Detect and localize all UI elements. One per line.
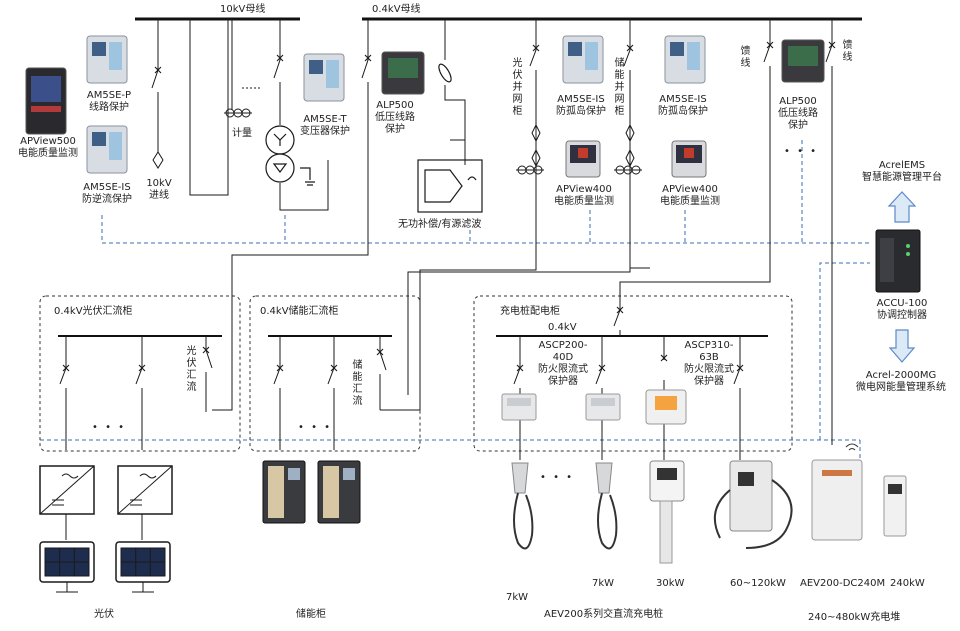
ellipsis-chargers: • • • <box>540 472 575 483</box>
ellipsis-storage: • • • <box>298 422 333 433</box>
inverter-1 <box>39 465 95 515</box>
charger-60-120kw <box>713 460 793 549</box>
dashed-boxes <box>39 295 793 452</box>
charger-30kw <box>649 460 685 564</box>
relay-amsse-is-st <box>664 35 706 84</box>
storage-cabinet-1 <box>262 460 306 524</box>
meter-apview400-pv <box>565 140 601 178</box>
alp500-right-label: ALP500 低压线路 保护 <box>778 96 818 131</box>
relay-amsse-t <box>303 53 345 102</box>
ellipsis-feeder: • • • <box>784 146 819 157</box>
amsse-is-left-label: AM5SE-IS 防逆流保护 <box>82 182 132 205</box>
pv-combiner-label: 0.4kV光伏汇流柜 <box>54 306 133 317</box>
charging-bus-label: 0.4kV <box>548 322 577 333</box>
charger-240kw <box>883 475 907 537</box>
ascp200-label: ASCP200- 40D 防火限流式 保护器 <box>538 340 588 387</box>
protector-ascp310 <box>645 389 687 425</box>
amsse-is-pv-label: AM5SE-IS 防孤岛保护 <box>556 94 606 117</box>
incoming-label: 10kV 进线 <box>146 178 172 201</box>
meter-apview500 <box>25 67 67 135</box>
wiring <box>59 19 833 460</box>
ac-dc-series-label: AEV200系列交直流充电桩 <box>544 609 664 620</box>
charging-heap-label: 240~480kW充电堆 <box>808 612 901 623</box>
apview400-st-label: APView400 电能质量监测 <box>660 184 720 207</box>
transformer-symbol <box>265 125 315 186</box>
storage-cabinets <box>262 460 361 524</box>
dc240m-label: AEV200-DC240M <box>800 578 886 589</box>
microgrid-label: Acrel-2000MG 微电网能量管理系统 <box>856 370 946 393</box>
relay-amsse-is-left <box>86 125 128 174</box>
power-60-120kw: 60~120kW <box>730 578 786 589</box>
relay-devices <box>25 35 921 425</box>
ellipsis-pv: • • • <box>92 422 127 433</box>
charging-dist-label: 充电桩配电柜 <box>500 306 560 317</box>
feeder2-label: 馈线 <box>842 40 853 63</box>
compensation-symbol <box>417 63 483 213</box>
pv-combine-vertical-label: 光伏汇流 <box>186 346 197 393</box>
relay-amsse-is-pv <box>562 35 604 84</box>
accu-label: ACCU-100 协调控制器 <box>876 298 928 321</box>
meter-alp500-right <box>781 39 825 83</box>
power-30kw: 30kW <box>656 578 685 589</box>
meter-apview400-st <box>671 140 707 178</box>
pv-cabinet-label: 光伏并网柜 <box>512 58 523 117</box>
meter-alp500-left <box>381 51 425 95</box>
inverter-2 <box>117 465 173 515</box>
bus-hv-label: 10kV母线 <box>220 4 266 15</box>
controller-accu <box>875 229 921 293</box>
ems-label: AcrelEMS 智慧能源管理平台 <box>862 160 942 183</box>
power-7kw-2: 7kW <box>592 578 615 589</box>
pv-equipment <box>39 465 173 593</box>
protector-ascp200-1 <box>501 393 537 421</box>
metering-label: 计量 <box>232 128 252 139</box>
charger-7kw-1 <box>511 462 534 550</box>
pv-bottom-label: 光伏 <box>94 609 114 620</box>
power-240kw: 240kW <box>890 578 925 589</box>
storage-cabinet-top-label: 储能并网柜 <box>614 58 625 117</box>
storage-bottom-label: 储能柜 <box>296 609 326 620</box>
ascp310-label: ASCP310- 63B 防火限流式 保护器 <box>684 340 734 387</box>
amsse-is-st-label: AM5SE-IS 防孤岛保护 <box>658 94 708 117</box>
bus-lv-label: 0.4kV母线 <box>372 4 421 15</box>
relay-amsse-p <box>86 35 128 84</box>
amsse-t-label: AM5SE-T 变压器保护 <box>300 114 350 137</box>
power-7kw-1: 7kW <box>506 592 529 603</box>
system-arrows <box>887 191 917 363</box>
solar-panel-1 <box>39 541 95 593</box>
charger-7kw-2 <box>595 462 618 550</box>
compensation-label: 无功补偿/有源滤波 <box>398 219 482 230</box>
charger-dc240m <box>811 443 863 541</box>
apview500-left-label: APView500 电能质量监测 <box>18 136 78 159</box>
alp500-left-label: ALP500 低压线路 保护 <box>375 100 415 135</box>
protector-ascp200-2 <box>585 393 621 421</box>
solar-panel-2 <box>115 541 171 593</box>
storage-combine-vertical-label: 储能汇流 <box>352 360 363 407</box>
storage-cabinet-2 <box>317 460 361 524</box>
storage-combiner-label: 0.4kV储能汇流柜 <box>260 306 339 317</box>
apview400-pv-label: APView400 电能质量监测 <box>554 184 614 207</box>
dashed-comm-lines <box>40 140 870 460</box>
cabinet-valves <box>531 123 635 168</box>
amsse-p-label: AM5SE-P 线路保护 <box>86 90 132 113</box>
feeder1-label: 馈线 <box>740 46 751 69</box>
chargers <box>511 443 907 564</box>
